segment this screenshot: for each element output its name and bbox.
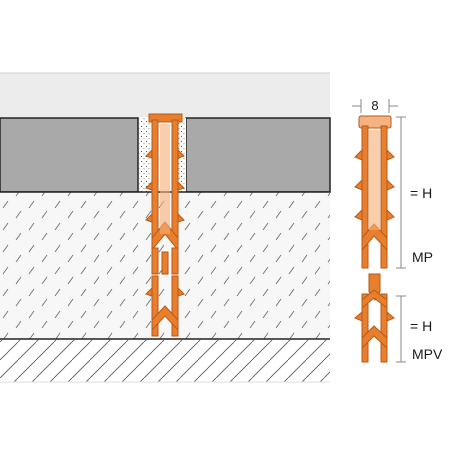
installed-anchor-tooth-8 [177,286,185,297]
mpv-tooth-r1 [386,310,395,322]
mp-height-label: = H [410,185,432,201]
installed-extension-right [171,275,179,337]
installed-profile-lower-right [171,247,179,275]
mp-tooth-r2 [386,178,395,191]
installed-profile-connector [161,251,169,275]
mp-tooth-r3 [386,208,395,221]
mp-name-label: MP [412,249,433,265]
mp-tooth-l2 [354,178,363,191]
installed-anchor-tooth-3 [145,180,153,191]
installed-anchor-tooth-7 [145,286,153,297]
mpv-v-bottom [361,325,388,350]
installed-anchor-tooth-5 [145,212,153,223]
installed-profile-core [160,124,170,234]
installed-extension-v [151,305,179,332]
adhesive-joint-left [139,118,151,192]
width-label: 8 [371,98,378,113]
mpv-right-wall [380,293,388,363]
mpv-height-label: = H [410,318,432,334]
mpv-profile [354,273,395,363]
mp-tooth-r1 [386,148,395,161]
installed-anchor-tooth-4 [177,180,185,191]
mp-cap [358,115,392,129]
installed-anchor-tooth-2 [177,148,185,159]
installed-extension-left [151,275,159,337]
installed-profile-left-wall [151,119,159,239]
base-layer [0,340,330,382]
mpv-tooth-l1 [354,310,363,322]
mp-profile [354,115,395,269]
mp-tooth-l3 [354,208,363,221]
mp-right-wall [380,125,388,269]
width-dimension [352,99,398,113]
installed-anchor-tooth-1 [145,148,153,159]
mp-core [369,130,380,230]
installed-profile [145,113,185,337]
tile-left [0,117,139,193]
mp-left-wall [361,125,369,269]
mpv-height-dimension [396,295,406,363]
installed-anchor-tooth-6 [177,212,185,223]
installed-profile-cap [148,113,183,123]
mpv-name-label: MPV [412,346,443,362]
mp-height-dimension [396,116,406,269]
installed-profile-right-wall [171,119,179,239]
mpv-v-upper [361,289,388,310]
tile-right [185,117,331,193]
mp-tooth-l1 [354,148,363,161]
mpv-left-wall [361,293,369,363]
top-band [0,73,330,117]
installed-profile-lower-left [151,247,159,275]
